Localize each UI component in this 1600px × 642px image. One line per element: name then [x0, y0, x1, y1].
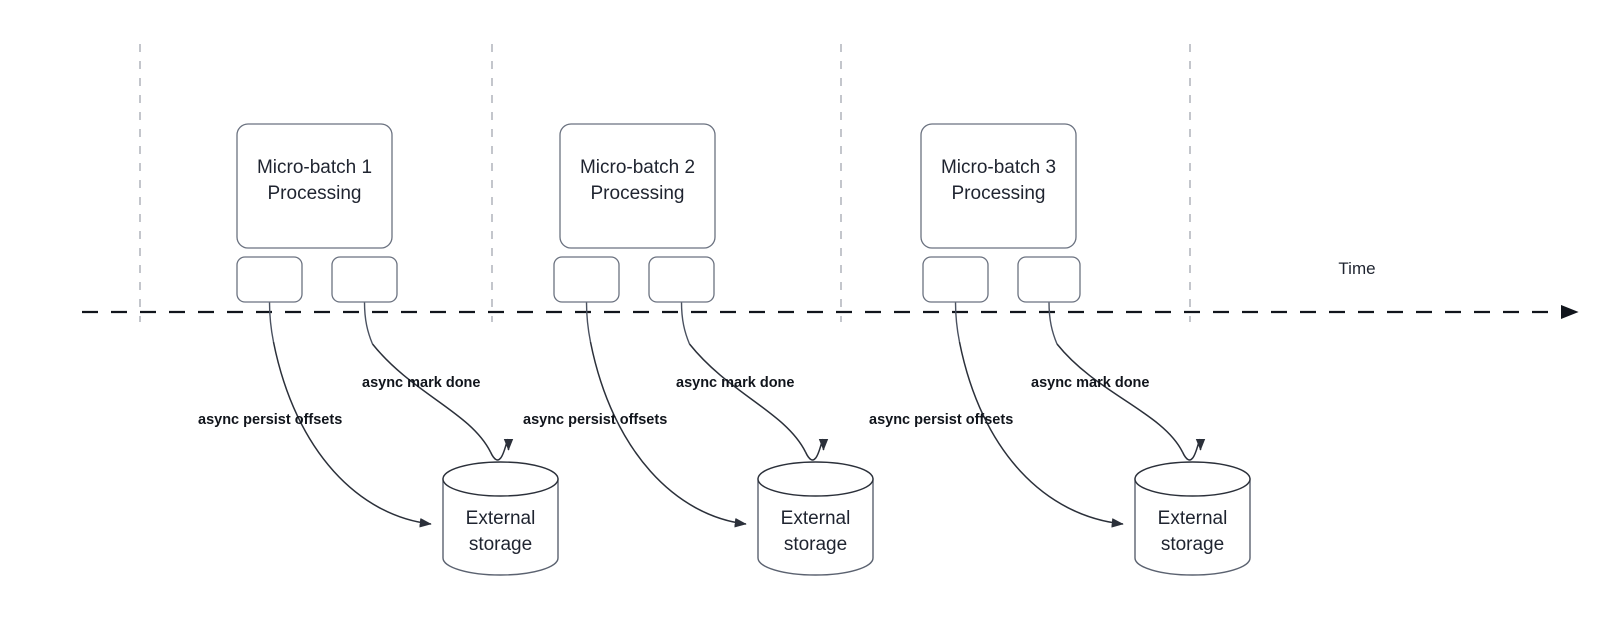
batch-1-title-line2: Processing: [268, 183, 362, 204]
edge-async-mark-done-1-label: async mark done: [362, 375, 480, 391]
edge-async-mark-done-3: [1181, 438, 1206, 461]
batch-2-processing-box[interactable]: [559, 123, 716, 249]
external-storage-2-group: External storage: [757, 461, 874, 576]
edge-async-mark-done-2-label: async mark done: [676, 375, 794, 391]
batch-2-title-line2: Processing: [591, 183, 685, 204]
edge-async-persist-offsets-2-label: async persist offsets: [523, 412, 667, 428]
edge-async-mark-done-3-stem: [1048, 301, 1058, 345]
edge-async-persist-offsets-2: [589, 341, 747, 528]
external-storage-3-label-line1: External: [1158, 508, 1228, 529]
edge-async-persist-offsets-1: [272, 341, 432, 528]
edge-async-persist-offsets-3-stem: [954, 301, 961, 343]
edge-async-mark-done-2: [804, 438, 829, 461]
batch-1-processing-box[interactable]: [236, 123, 393, 249]
edge-async-mark-done-1: [489, 438, 514, 461]
edge-async-persist-offsets-1-label: async persist offsets: [198, 412, 342, 428]
edge-async-mark-done-2-stem: [680, 301, 691, 345]
external-storage-3-body[interactable]: [1134, 478, 1251, 576]
batch-3-processing-box[interactable]: [920, 123, 1077, 249]
batch-2-mini-box-persist[interactable]: [553, 256, 620, 303]
edge-async-persist-offsets-2-stem: [585, 301, 592, 343]
edge-async-persist-offsets-1-stem: [268, 301, 275, 343]
diagram-nodes: Micro-batch 1ProcessingExternalstorageMi…: [236, 123, 1251, 576]
external-storage-1-label-line1: External: [466, 508, 536, 529]
external-storage-2-body[interactable]: [757, 478, 874, 576]
edge-async-mark-done-3-upper: [1056, 343, 1184, 453]
external-storage-1-label-line2: storage: [469, 534, 532, 555]
edge-async-mark-done-1-stem: [363, 301, 374, 345]
batch-2-title-line1: Micro-batch 2: [580, 157, 695, 178]
external-storage-2-label-line1: External: [781, 508, 851, 529]
external-storage-1-body[interactable]: [442, 478, 559, 576]
edge-async-mark-done-2-upper: [688, 343, 807, 453]
external-storage-3-label-line2: storage: [1161, 534, 1224, 555]
batch-1-mini-box-mark-done[interactable]: [331, 256, 398, 303]
period-separators: [139, 44, 1191, 322]
external-storage-3-group: External storage: [1134, 461, 1251, 576]
edge-async-persist-offsets-3-label: async persist offsets: [869, 412, 1013, 428]
batch-3-title-line2: Processing: [952, 183, 1046, 204]
batch-3-mini-box-persist[interactable]: [922, 256, 989, 303]
external-storage-2-label-line2: storage: [784, 534, 847, 555]
external-storage-1-top: [442, 461, 559, 497]
batch-3-mini-box-mark-done[interactable]: [1017, 256, 1081, 303]
batch-3-title-line1: Micro-batch 3: [941, 157, 1056, 178]
batch-2-mini-box-mark-done[interactable]: [648, 256, 715, 303]
external-storage-3-top: [1134, 461, 1251, 497]
batch-1-title-line1: Micro-batch 1: [257, 157, 372, 178]
external-storage-2-top: [757, 461, 874, 497]
edge-async-persist-offsets-3: [958, 341, 1124, 528]
edge-labels: async persist offsets async mark done asyn…: [198, 375, 1149, 428]
external-storage-1-group: External storage: [442, 461, 559, 576]
flow-edges: [268, 301, 1206, 528]
edge-async-mark-done-3-label: async mark done: [1031, 375, 1149, 391]
edge-async-mark-done-1-upper: [371, 343, 492, 453]
time-axis: Time: [82, 259, 1579, 320]
batch-1-mini-box-persist[interactable]: [236, 256, 303, 303]
time-axis-label: Time: [1338, 259, 1375, 278]
